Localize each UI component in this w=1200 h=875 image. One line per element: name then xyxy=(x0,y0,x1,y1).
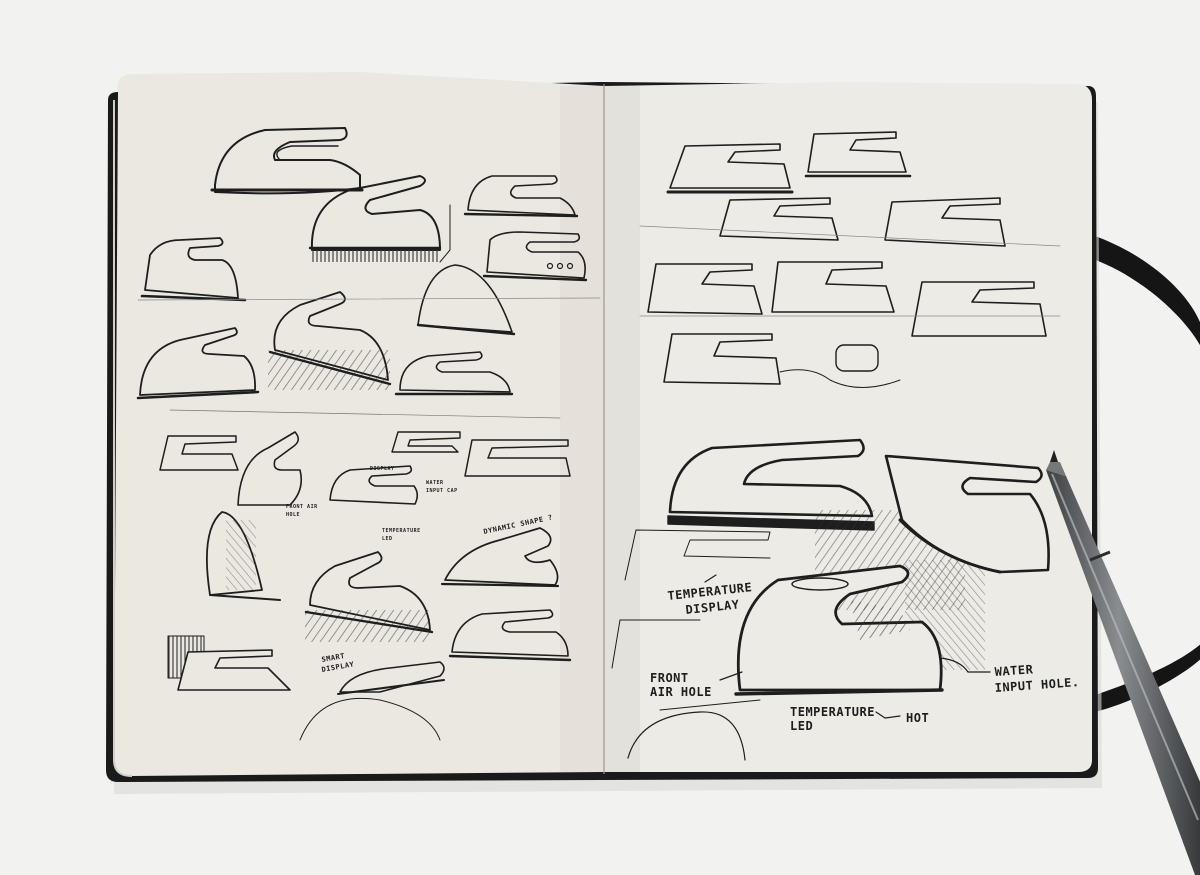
iron-sketch xyxy=(663,333,781,385)
leader-line xyxy=(719,671,743,681)
annotation-left-note: LED xyxy=(382,536,393,542)
annotation-left-note: INPUT CAP xyxy=(426,488,458,494)
annotation-temperature-led-line1: TEMPERATURE xyxy=(790,705,875,719)
iron-sketch xyxy=(416,264,516,336)
iron-sketch xyxy=(669,143,791,189)
annotation-smart-display-line1: SMART xyxy=(321,652,346,664)
iron-sketch xyxy=(210,127,364,195)
ghost-outline-sketch xyxy=(659,699,761,711)
construction-line xyxy=(639,225,1061,247)
annotation-temperature-led-line2: LED xyxy=(790,719,813,733)
leader-line xyxy=(875,711,901,719)
construction-line xyxy=(137,297,601,301)
leader-line xyxy=(704,574,717,583)
right-page-sketches xyxy=(611,131,1061,761)
pen xyxy=(1046,450,1200,875)
annotation-left-note: HOLE xyxy=(286,512,300,518)
iron-outline-sketch xyxy=(159,435,239,471)
annotation-left-note: TEMPERATURE xyxy=(382,528,421,534)
iron-sketch xyxy=(647,263,763,315)
annotation-temperature-display-line2: DISPLAY xyxy=(685,597,741,617)
elastic-band xyxy=(1090,235,1200,346)
iron-sketch xyxy=(911,281,1047,337)
iron-sketch xyxy=(268,291,392,390)
iron-sketch xyxy=(394,351,514,396)
iron-sketch xyxy=(884,197,1006,247)
annotation-hot: HOT xyxy=(906,711,929,725)
annotation-water-input-hole-line2: INPUT HOLE. xyxy=(994,675,1080,695)
annotation-left-note: DISPLAY xyxy=(370,466,395,472)
ghost-outline-sketch xyxy=(627,711,746,761)
iron-sketch xyxy=(304,551,434,642)
annotation-left-note: FRONT AIR xyxy=(286,504,318,510)
iron-sketch xyxy=(329,465,419,505)
iron-sketch xyxy=(308,175,442,262)
iron-sketch xyxy=(299,661,445,741)
iron-sketch xyxy=(440,527,560,588)
construction-line xyxy=(169,409,561,419)
iron-sketch xyxy=(205,511,281,601)
display-box-sketch xyxy=(835,344,879,372)
handwritten-annotations: TEMPERATURE DISPLAY FRONT AIR HOLE TEMPE… xyxy=(286,466,1080,733)
iron-sketch xyxy=(734,564,944,696)
iron-sketch xyxy=(448,609,572,662)
iron-outline-sketch xyxy=(464,439,571,477)
leader-line xyxy=(939,657,991,673)
iron-sketch xyxy=(136,327,260,400)
ghost-outline-sketch xyxy=(624,529,771,581)
annotation-water-input-hole-line1: WATER xyxy=(994,662,1034,679)
iron-sketch xyxy=(482,231,588,282)
cord-sketch xyxy=(779,369,901,388)
iron-outline-sketch xyxy=(391,431,461,453)
iron-sketch xyxy=(237,431,303,506)
hatch-pattern-panel xyxy=(815,510,985,670)
iron-sketch xyxy=(771,261,895,313)
iron-sketch xyxy=(439,175,579,263)
iron-sketch xyxy=(884,454,1050,574)
iron-sketch xyxy=(167,635,291,691)
left-page xyxy=(113,72,604,777)
annotation-front-air-hole-line2: AIR HOLE xyxy=(650,685,712,699)
ghost-outline-sketch xyxy=(611,619,701,669)
annotation-front-air-hole-line1: FRONT xyxy=(650,671,689,685)
iron-sketch xyxy=(719,197,839,241)
annotation-left-note: WATER xyxy=(426,480,444,486)
iron-sketch xyxy=(807,131,907,173)
left-page-sketches xyxy=(136,127,601,741)
